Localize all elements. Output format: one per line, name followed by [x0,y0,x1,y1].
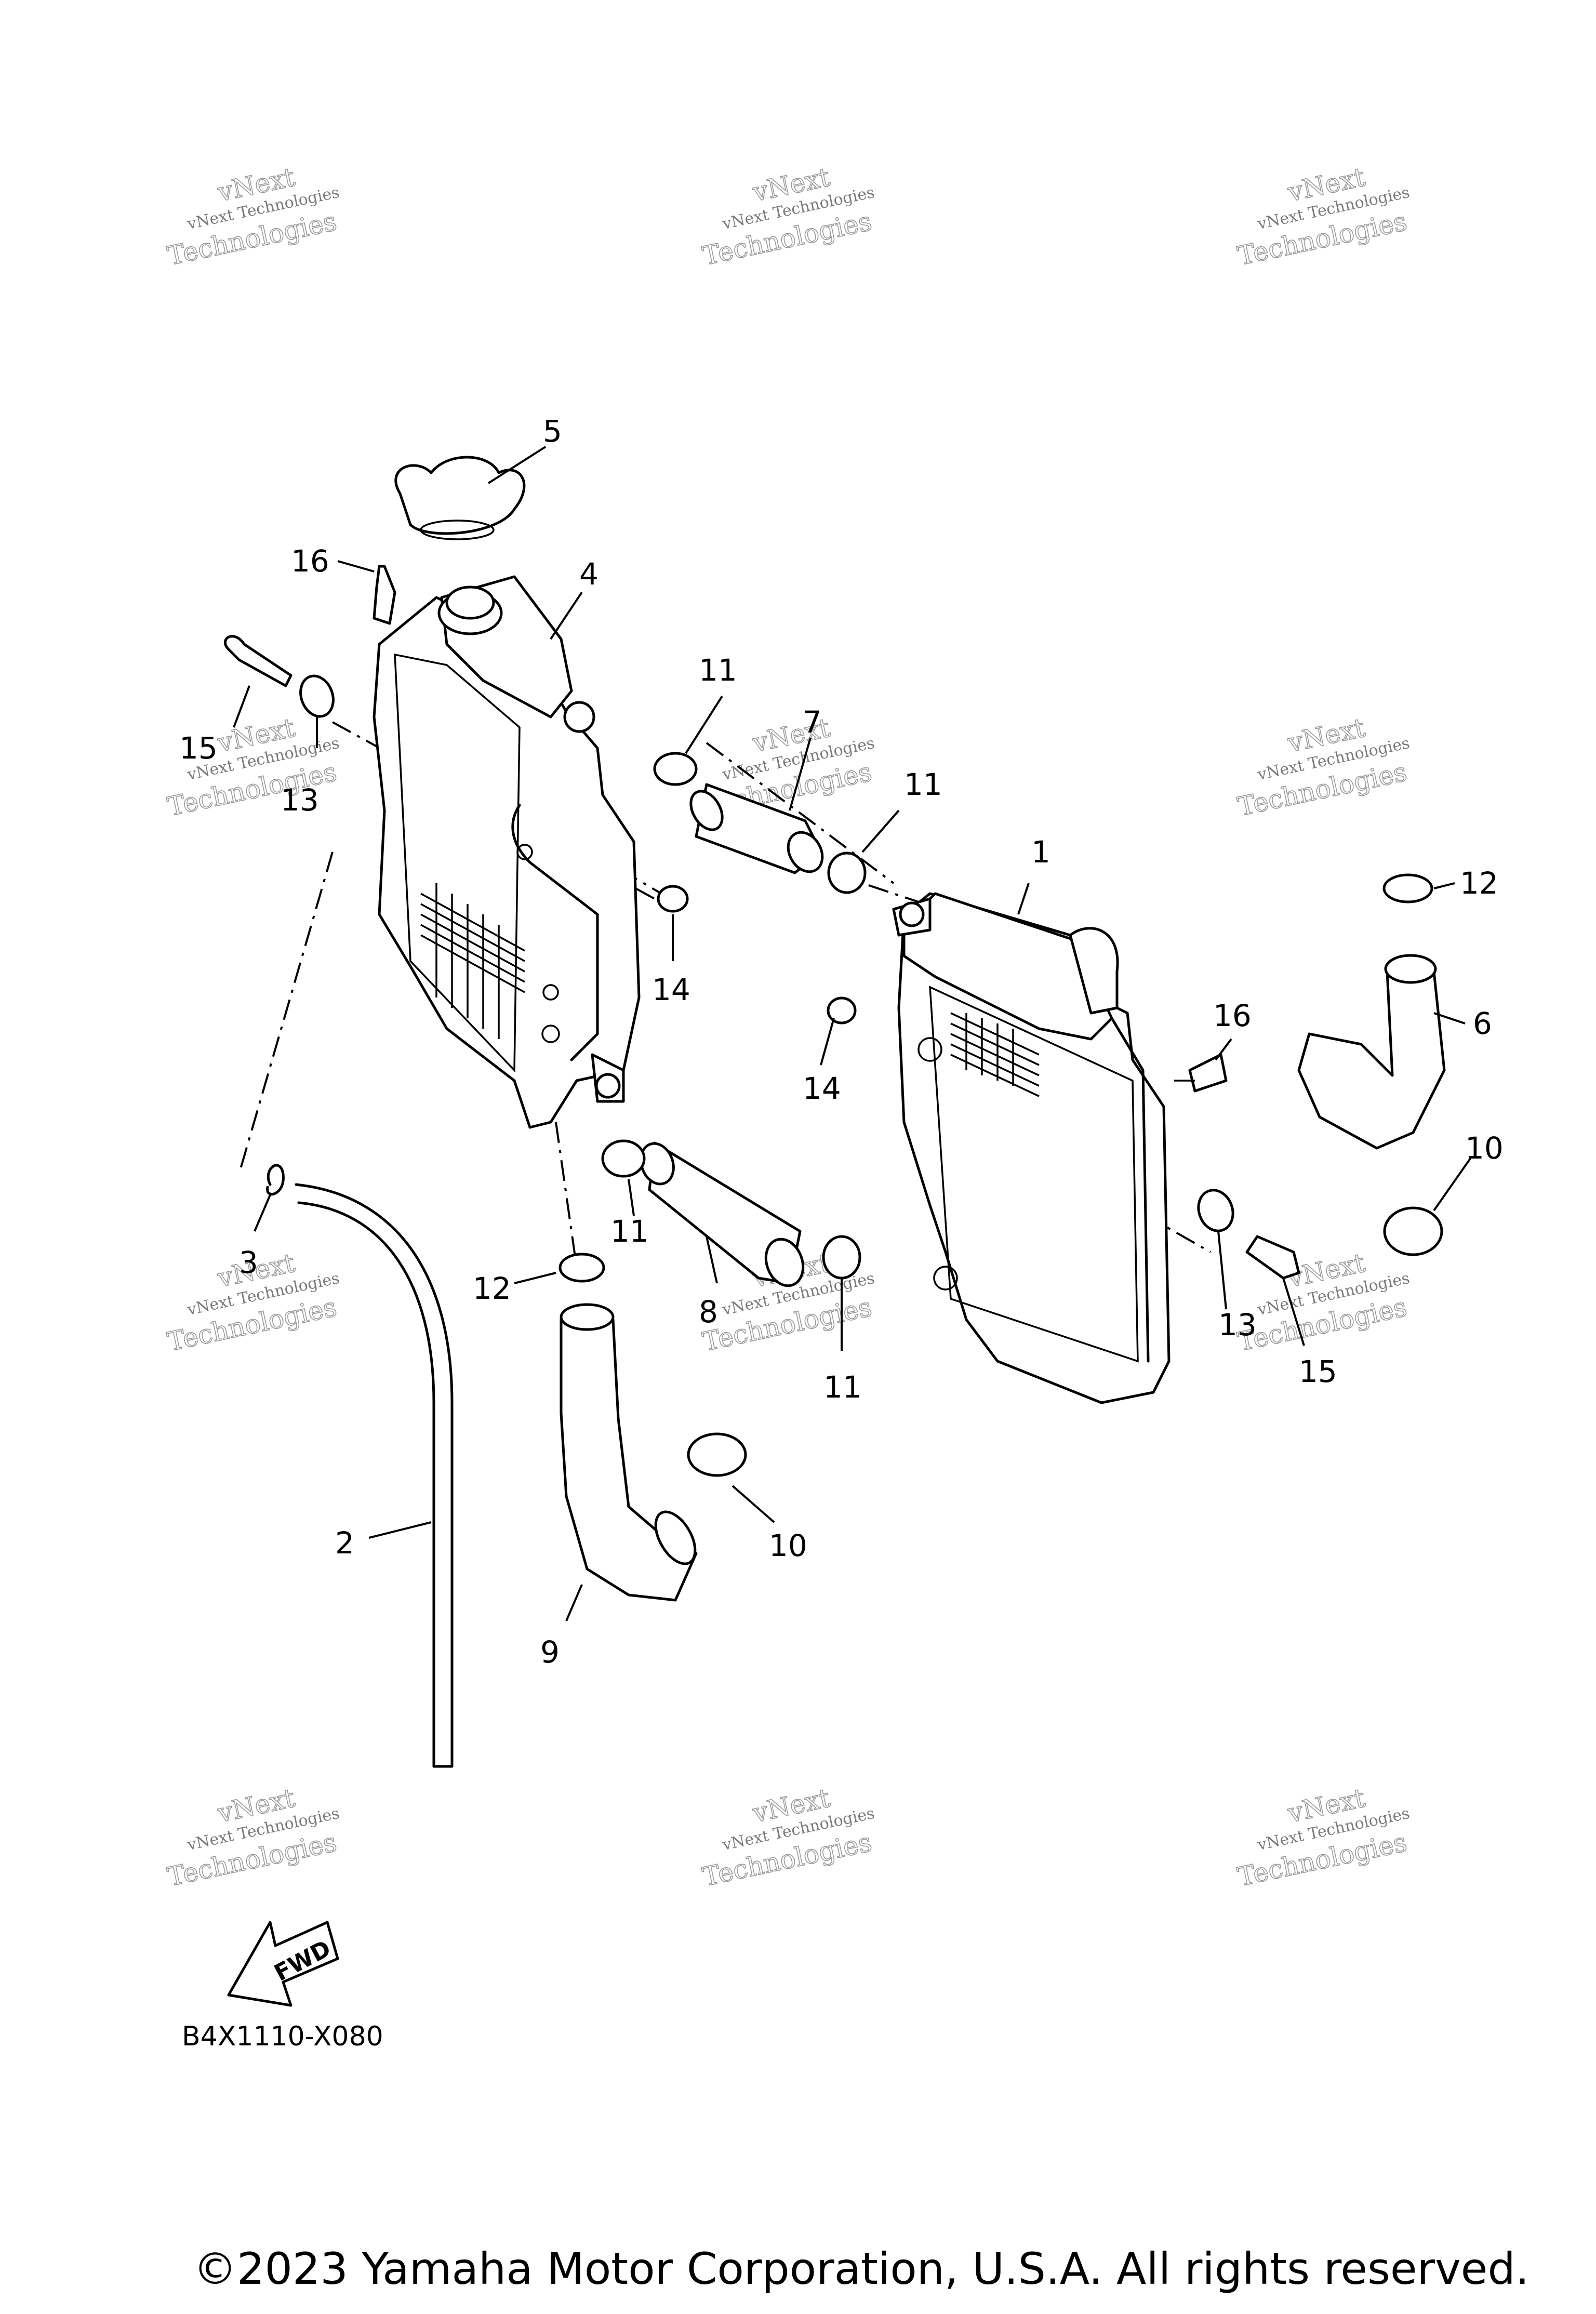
left-radiator-part-4 [373,575,641,1129]
callout-11a: 11 [699,653,737,688]
right-radiator-part-1 [892,892,1171,1404]
copyright-notice: ©2023 Yamaha Motor Corporation, U.S.A. A… [193,2243,1530,2294]
callout-15a: 15 [179,730,218,766]
watermark: vNext vNext Technologies Technologies [164,162,341,272]
watermark: vNext vNext Technologies Technologies [699,162,876,272]
radiator-cap-part-5 [394,456,526,540]
callout-8: 8 [699,1294,718,1329]
watermark: vNext vNext Technologies Technologies [1234,712,1411,822]
watermark: vNext vNext Technologies Technologies [164,1783,341,1893]
hose-part-7 [689,783,824,874]
callout-12a: 12 [1460,866,1498,901]
leader-lines [233,446,1471,1621]
callout-3: 3 [239,1245,258,1280]
callout-labels: 1 2 3 4 5 6 7 8 9 10 10 11 11 11 11 12 1… [179,414,1504,1670]
watermark: vNext vNext Technologies Technologies [1234,1783,1411,1893]
hose-part-8 [640,1141,805,1287]
callout-13b: 13 [1218,1307,1257,1342]
callout-12b: 12 [473,1271,511,1306]
diagram-code: B4X1110-X080 [182,2021,383,2052]
hose-part-9 [560,1303,698,1602]
callout-14a: 14 [652,972,690,1007]
callout-10a: 10 [1465,1131,1504,1166]
hardware-parts [224,565,1443,1477]
callout-16a: 16 [291,543,329,579]
callout-1: 1 [1031,834,1050,870]
callout-16b: 16 [1213,998,1252,1033]
callout-6: 6 [1473,1006,1492,1041]
watermark: vNext vNext Technologies Technologies [1234,162,1411,272]
callout-11d: 11 [823,1369,862,1405]
callout-14b: 14 [803,1071,841,1106]
callout-2: 2 [335,1525,354,1561]
breather-hose-part-2 [295,1183,454,1768]
callout-4: 4 [579,556,598,592]
callout-9: 9 [540,1634,560,1670]
callout-13a: 13 [281,782,319,818]
callout-15b: 15 [1299,1354,1337,1389]
fwd-arrow-icon: FWD [227,1921,339,2007]
callout-11c: 11 [610,1214,649,1249]
callout-11b: 11 [904,767,942,802]
callout-7: 7 [803,704,822,740]
watermark: vNext vNext Technologies Technologies [699,1783,876,1893]
hose-part-6 [1297,954,1446,1150]
clip-part-3 [266,1164,285,1196]
callout-5: 5 [543,414,562,449]
callout-10b: 10 [769,1528,807,1563]
